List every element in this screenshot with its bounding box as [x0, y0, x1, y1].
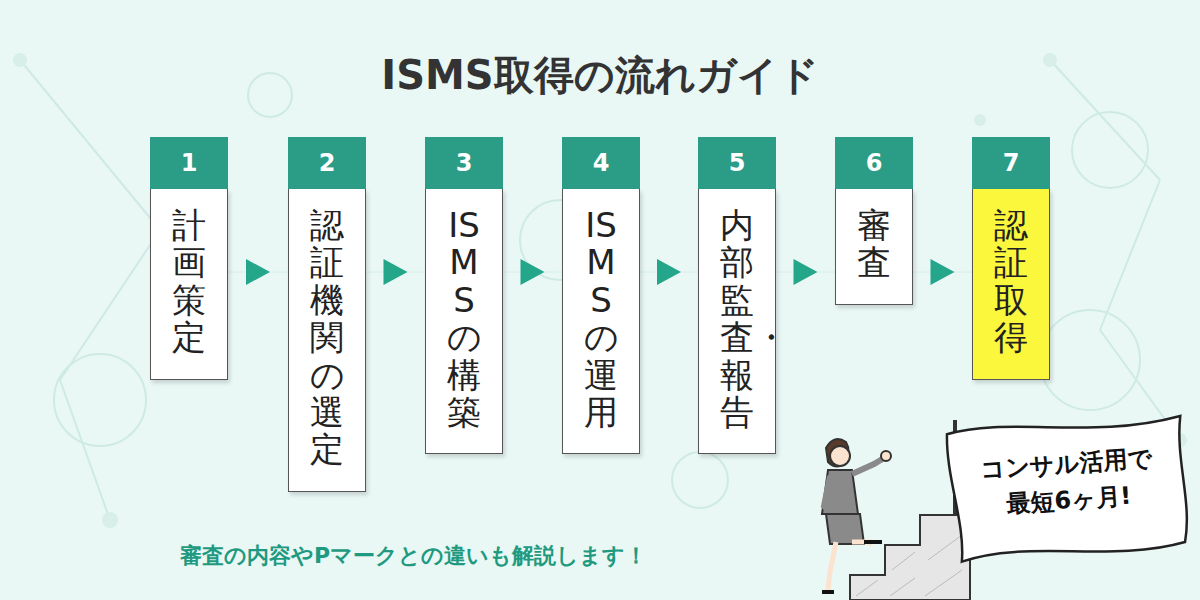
step-label: ISMSの運用 [584, 207, 618, 431]
step-box: 認証取得 [972, 189, 1050, 380]
step-label: 認証機関の選定 [310, 207, 344, 469]
step-number: 6 [835, 137, 913, 189]
flow-arrow [366, 259, 425, 285]
step-box: 審査 [835, 189, 913, 305]
step-number: 1 [150, 137, 228, 189]
step-number: 2 [288, 137, 366, 189]
process-step: 4ISMSの運用 [562, 137, 640, 454]
step-label: 審査 [857, 207, 891, 282]
process-step: 2 認証機関の選定 [288, 137, 366, 492]
process-step: 1 計画策定 [150, 137, 228, 380]
step-number: 5 [698, 137, 776, 189]
step-number: 3 [425, 137, 503, 189]
process-step: 3ISMSの構築 [425, 137, 503, 454]
step-label: ISMSの構築 [447, 207, 481, 431]
step-number: 7 [972, 137, 1050, 189]
flow-arrow [503, 259, 562, 285]
footer-note: 審査の内容やPマークとの違いも解説します！ [180, 541, 647, 571]
step-label: 計画策定 [172, 207, 206, 357]
step-label: 認証取得 [994, 207, 1028, 357]
step-box: 内部監査・報告 [698, 189, 776, 454]
process-step: 5 内部監査・報告 [698, 137, 776, 454]
title-text: ISMS取得の流れガイド [0, 48, 1200, 103]
process-step: 6 審査 [835, 137, 913, 305]
flow-arrow [228, 259, 288, 285]
step-box: ISMSの構築 [425, 189, 503, 454]
step-label: 内部監査・報告 [720, 207, 754, 431]
step-box: 計画策定 [150, 189, 228, 380]
step-number: 4 [562, 137, 640, 189]
flag-text: コンサル活用で 最短6ヶ月! [973, 412, 1160, 524]
step-box: 認証機関の選定 [288, 189, 366, 492]
callout-flag: コンサル活用で 最短6ヶ月! [940, 410, 1195, 567]
flow-arrow [776, 259, 835, 285]
flow-arrow [640, 259, 698, 285]
flow-arrow [913, 259, 972, 285]
process-step: 7 認証取得 [972, 137, 1050, 380]
stairs [850, 515, 970, 600]
step-box: ISMSの運用 [562, 189, 640, 454]
businesswoman [822, 439, 891, 592]
